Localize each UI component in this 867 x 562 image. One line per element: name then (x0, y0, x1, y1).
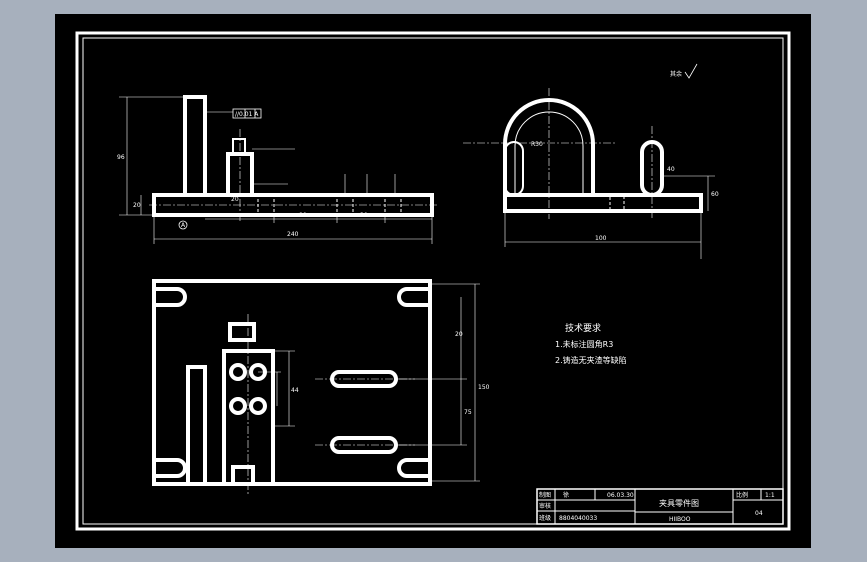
tb-class-label: 班级 (539, 514, 551, 522)
front-datum-label: A (181, 222, 186, 229)
top-dim-slot: 44 (291, 387, 299, 394)
tb-scale: 1:1 (765, 492, 775, 499)
tb-school: HIIBOO (669, 516, 691, 523)
fork-pin (232, 138, 246, 156)
top-plate (152, 279, 432, 486)
front-dim-height: 96 (117, 154, 125, 161)
tb-sheet: 04 (755, 510, 763, 517)
side-dim-r: R30 (531, 141, 543, 148)
front-dim-right: 30 (360, 212, 368, 219)
side-view (463, 88, 715, 259)
side-base (503, 193, 703, 213)
front-view (119, 95, 437, 244)
top-left-bar (186, 365, 207, 486)
side-dim-width: 100 (595, 235, 607, 242)
top-dim-inner: 75 (464, 409, 472, 416)
tech-req-heading: 技术要求 (565, 322, 601, 334)
title-block (536, 488, 784, 525)
front-dim-col: 20 (231, 196, 239, 203)
front-tol-frame: //0.01 A (235, 111, 259, 118)
front-dim-mid: 80 (299, 212, 307, 219)
front-dim-length: 240 (287, 231, 299, 238)
drawing-sheet: 96 240 20 20 80 30 //0.01 A A 100 R30 40… (75, 31, 791, 531)
tb-scale-label: 比例 (736, 491, 748, 499)
tb-check-label: 审核 (539, 502, 551, 510)
outer-border (75, 31, 791, 531)
left-column (183, 95, 207, 197)
side-dim-h: 60 (711, 191, 719, 198)
inner-border (82, 37, 784, 525)
side-dim-gap: 40 (667, 166, 675, 173)
front-dim-left-small: 20 (133, 202, 141, 209)
tb-drawing-title: 夹具零件图 (659, 498, 699, 508)
tech-req-item-2: 2.铸造无夹渣等缺陷 (555, 355, 627, 365)
tb-class-no: 8804040033 (559, 515, 597, 522)
top-dim-small: 20 (455, 331, 463, 338)
tb-drawn-by: 徐 (563, 491, 569, 499)
roughness-symbol-icon (684, 63, 698, 79)
tb-date: 06.03.30 (607, 492, 634, 499)
cad-viewport[interactable]: 96 240 20 20 80 30 //0.01 A A 100 R30 40… (55, 14, 811, 548)
surface-note: 其余 (670, 70, 682, 78)
top-dim-overall: 150 (478, 384, 490, 391)
top-view (152, 279, 480, 494)
tech-req-item-1: 1.未标注圆角R3 (555, 339, 613, 349)
tb-drawn-label: 制图 (539, 491, 551, 499)
